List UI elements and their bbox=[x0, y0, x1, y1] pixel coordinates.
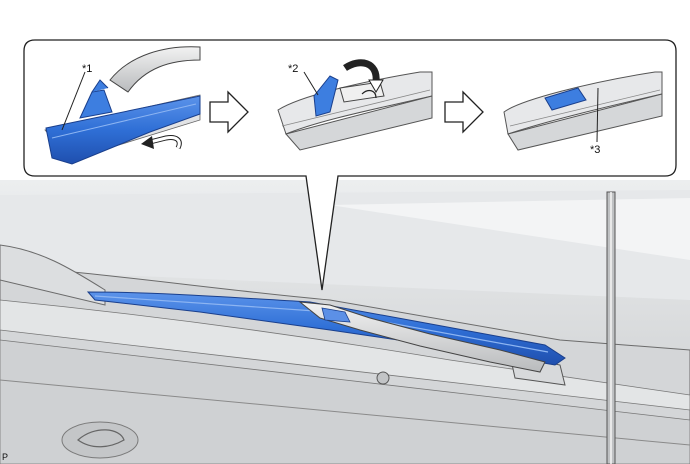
arrow-right-icon bbox=[444, 90, 484, 134]
arrow-right-icon bbox=[209, 90, 249, 134]
rotate-arrow-icon bbox=[343, 59, 384, 99]
leader-lines bbox=[61, 71, 599, 143]
rotate-arrow-icon bbox=[141, 135, 182, 150]
label-blade-mount: *3 bbox=[590, 144, 600, 156]
step1-panel bbox=[36, 46, 206, 168]
label-wiper-arm: *1 bbox=[82, 63, 92, 75]
label-retaining-clip: *2 bbox=[288, 63, 298, 75]
car-scene bbox=[0, 180, 690, 464]
corner-code: P bbox=[2, 452, 8, 462]
step3-panel bbox=[503, 71, 663, 151]
main-wiper-blade bbox=[86, 291, 566, 373]
step2-panel bbox=[277, 59, 433, 151]
